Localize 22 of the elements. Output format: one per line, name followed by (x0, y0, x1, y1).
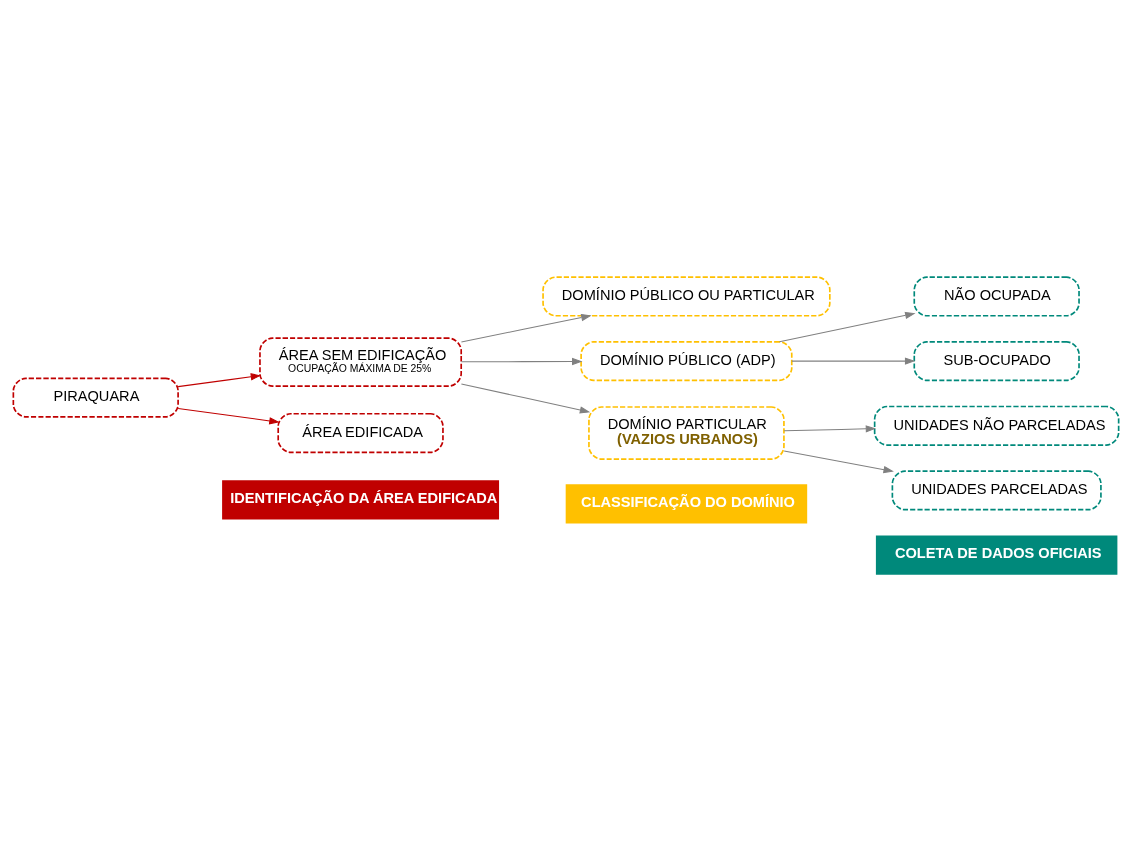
arrow (783, 424, 877, 432)
arrow (783, 450, 894, 473)
node-box: ÁREA EDIFICADA (277, 412, 444, 453)
node-box: DOMÍNIO PÚBLICO OU PARTICULAR (542, 275, 831, 317)
arrow (791, 356, 916, 365)
arrow (177, 372, 262, 387)
legend-label: COLETA DE DADOS OFICIAIS (894, 544, 1102, 561)
arrow (177, 407, 280, 424)
node-box: SUB-OCUPADO (913, 340, 1080, 381)
arrow (779, 311, 916, 342)
node-box: UNIDADES PARCELADAS (891, 469, 1102, 511)
node-box: UNIDADES NÃO PARCELADAS (873, 405, 1120, 446)
node-box: DOMÍNIO PÚBLICO (ADP) (580, 340, 793, 381)
node-box: DOMÍNIO PARTICULAR (VAZIOS URBANOS) (588, 405, 785, 460)
arrow (460, 383, 591, 414)
legend-label: CLASSIFICAÇÃO DO DOMÍNIO (581, 493, 795, 510)
arrow (460, 313, 592, 342)
node-box: NÃO OCUPADA (913, 275, 1080, 317)
legend-label: IDENTIFICAÇÃO DA ÁREA EDIFICADA (230, 489, 498, 506)
arrow (460, 357, 583, 365)
node-box: PIRAQUARA (12, 377, 179, 418)
node-box: ÁREA SEM EDIFICAÇÃO OCUPAÇÃO MÁXIMA DE 25% (259, 336, 463, 387)
